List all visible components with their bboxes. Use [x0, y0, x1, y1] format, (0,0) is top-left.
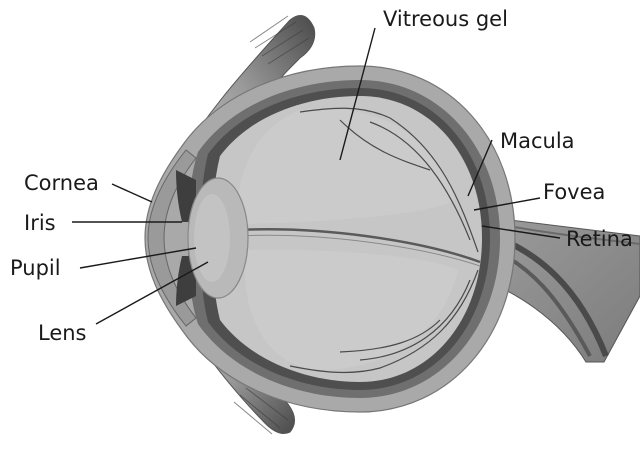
label-lens: Lens: [38, 321, 87, 345]
label-retina: Retina: [566, 227, 633, 251]
label-vitreous-gel: Vitreous gel: [383, 7, 508, 31]
label-fovea: Fovea: [543, 180, 605, 204]
label-cornea: Cornea: [24, 171, 99, 195]
label-pupil: Pupil: [10, 256, 61, 280]
label-iris: Iris: [24, 211, 56, 235]
label-macula: Macula: [500, 129, 575, 153]
leader-cornea: [112, 184, 152, 202]
